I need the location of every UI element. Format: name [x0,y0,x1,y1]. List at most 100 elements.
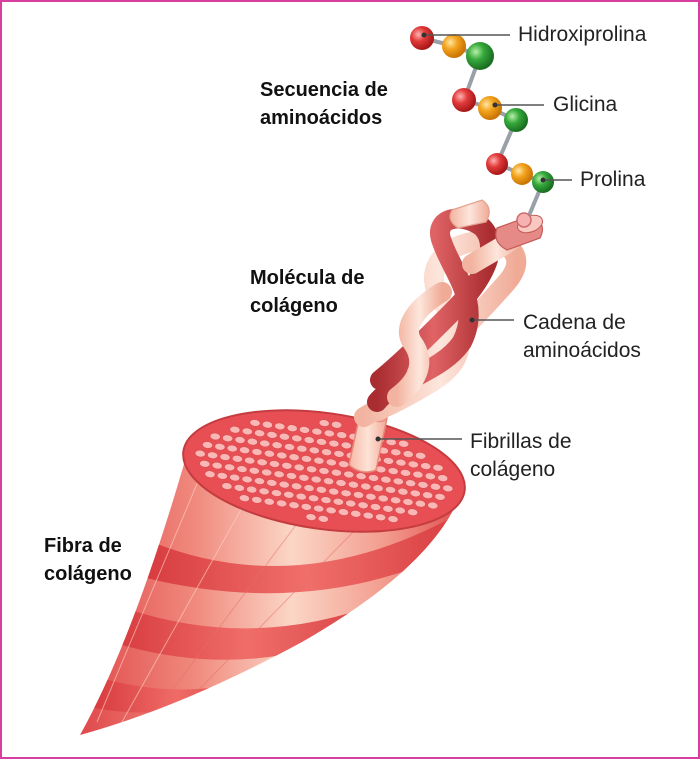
fibril-dot [420,462,432,470]
label-hydroxyproline: Hidroxiprolina [518,23,647,46]
fibril-dot [202,441,213,449]
amino-acid-orange [478,96,502,120]
fibril-dot [402,498,414,506]
fibril-dot [305,513,317,521]
fibril-dot [310,475,322,484]
amino-acid-orange [442,34,466,58]
fibril-dot [313,456,325,465]
fibril-dot [246,485,258,494]
fibril-dot [286,424,298,432]
fibril-dot [239,446,251,454]
fibril-dot [199,460,211,468]
fibril-dot [323,429,335,438]
fibril-dot [261,420,273,429]
fibril-dot [332,498,344,506]
fibril-dot [323,477,335,485]
fibril-dot [258,487,270,496]
fibril-dot [296,444,308,453]
fibril-dot [303,436,315,444]
fibril-dot [325,458,337,467]
fibril-dot [325,506,337,515]
chain-strand-dark [367,208,501,412]
fibril-dot [316,438,327,446]
fibril-dot [402,450,414,458]
fibril-dot [434,493,446,501]
fibril-dot [330,468,342,477]
fibril-dot [392,477,404,486]
fibril-dot [281,462,293,470]
collagen-fiber [80,409,466,735]
fibril-dot [311,427,323,436]
fibril-dot [387,515,399,523]
fibril-dot [278,432,290,441]
fibril-dot [229,425,241,434]
fibril-dot [317,515,329,523]
fibril-dot [328,439,340,448]
amino-acid-green [504,108,528,132]
fibril-dot [254,429,266,437]
fibril-dot [343,470,355,479]
fibril-dot [350,510,362,518]
amino-acid-red [486,153,508,175]
fibril-dot [298,474,310,482]
fibril-dot [303,484,315,492]
collagen-triple-helix [348,199,544,473]
fibril-dot [211,461,223,470]
fibril-dot [328,487,340,496]
fibril-dot [251,448,263,456]
fibril-dot [395,458,407,467]
fibril-dot [283,491,295,499]
fibril-dot [405,479,417,487]
fibril-dot [417,481,429,489]
fibril-dot [288,453,300,461]
leader-lines [375,32,572,442]
fibril-dot [321,448,333,456]
fibril-dot [219,453,231,461]
fibril-dot [300,503,312,511]
label-collagen-fiber: Fibra de colágeno [44,535,132,585]
label-collagen-fibrils: Fibrillas de colágeno [470,430,572,481]
fibril-dot [278,480,290,489]
fibril-dot [437,474,449,482]
fibril-dot [231,455,243,463]
fibril-dot [394,506,406,515]
amino-acid-green [466,42,494,70]
fibril-dot [355,472,367,480]
fibril-dot [295,492,307,501]
fibril-dot [387,467,399,475]
fibril-dot [331,421,343,429]
fibril-dot [429,482,441,491]
fibril-dot [308,494,320,503]
fibril-dot [291,482,303,491]
fibril-dot [254,477,265,485]
fibril-dot [347,480,359,489]
fibril-dot [318,419,330,427]
fibril-dot [407,508,419,516]
fibril-dot [372,484,384,492]
fibril-dot [357,501,369,510]
fibril-dot [365,493,377,501]
fibril-dot [222,434,234,443]
fiber-bands [90,471,465,723]
fibril-dot [412,470,424,479]
fibril-dot [226,444,238,453]
fibril-dot [299,426,310,434]
fibril-dot [261,468,273,477]
fibril-dot [256,458,268,467]
fibril-dot [398,440,410,448]
fibril-dot [238,494,250,502]
fibril-dot [259,439,271,448]
fibril-dot [370,503,381,511]
fibril-dot [241,475,253,484]
fibril-dot [271,441,283,449]
fibril-dot [318,467,330,475]
fibril-dot [385,486,396,494]
fibril-dot [273,470,285,479]
fibril-dot [271,489,282,497]
fibril-dot [390,496,402,505]
fibril-dot [306,465,318,474]
fibril-dot [251,496,263,504]
fibril-dot [390,448,402,457]
